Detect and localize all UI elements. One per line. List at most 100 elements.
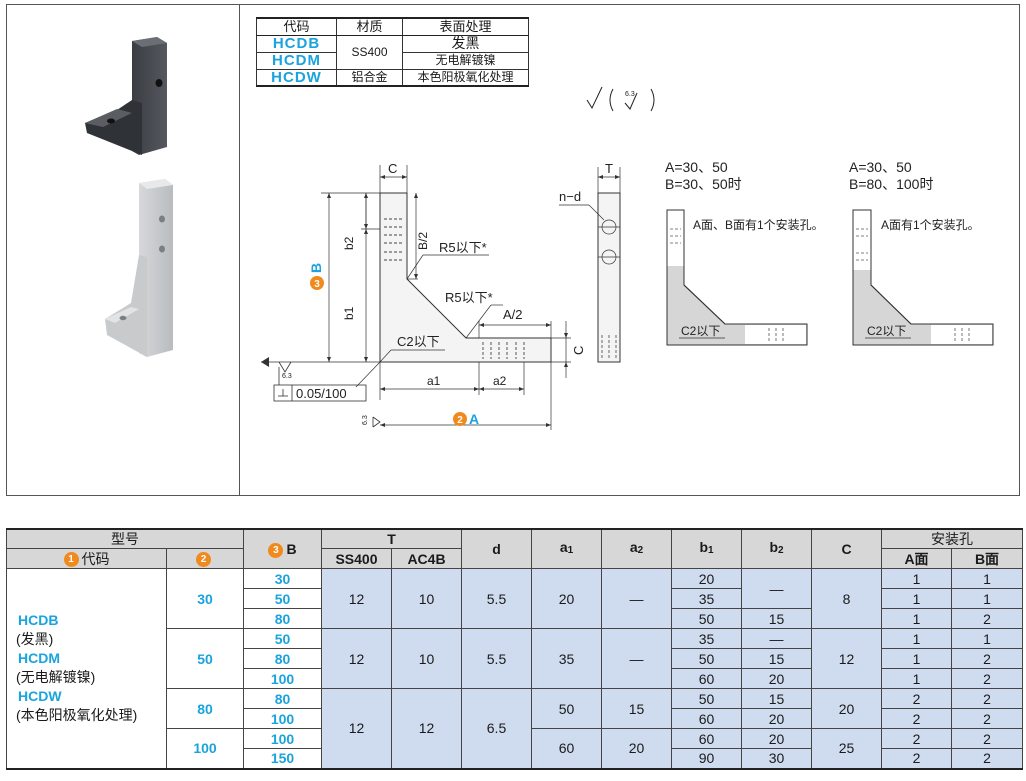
b2-value: 15 xyxy=(741,648,812,669)
b2-value: 20 xyxy=(741,668,812,689)
a1-value: 35 xyxy=(531,628,602,689)
hole-b-value: 1 xyxy=(951,628,1023,649)
header-c: C xyxy=(811,528,882,569)
roughness-symbol xyxy=(586,86,655,112)
num-B-badge xyxy=(310,276,324,290)
flatness-callout xyxy=(273,361,381,428)
finish-nickel: 无电解镀镍 xyxy=(402,51,529,70)
technical-drawing: 6.3 xyxy=(261,86,994,430)
b2-value: — xyxy=(741,628,812,649)
table-row: 100 60 20 1 2 xyxy=(7,668,1023,689)
c-value: 12 xyxy=(811,628,882,689)
aluminium-bracket-image xyxy=(105,179,173,357)
d-value: 5.5 xyxy=(461,628,532,689)
hole-a-value: 1 xyxy=(881,668,952,689)
num-2-badge: 2 xyxy=(196,552,211,568)
dim-t-label: T xyxy=(605,161,613,176)
side-view xyxy=(597,192,621,363)
dim-a1-label: a1 xyxy=(427,374,441,388)
a-value: 80 xyxy=(166,688,244,729)
header-face-a: A面 xyxy=(881,548,952,569)
hole-b-value: 2 xyxy=(951,748,1023,769)
b2-value: 30 xyxy=(741,748,812,769)
dim-a-half-label: A/2 xyxy=(503,307,523,322)
b1-value: 50 xyxy=(671,688,742,709)
main-view-outline xyxy=(379,192,552,363)
product-panel: 代码 材质 表面处理 HCDB SS400 发黑 HCDM 无电解镀镍 HCDW… xyxy=(6,4,1020,496)
finish-anodized: 本色阳极氧化处理 xyxy=(402,68,529,87)
num-3-badge: 3 xyxy=(268,542,284,558)
hole-a-value: 1 xyxy=(881,608,952,629)
variant1-c2: C2以下 xyxy=(681,324,720,338)
code-hcdw-cell: HCDW xyxy=(18,688,62,705)
c-value: 25 xyxy=(811,728,882,769)
table-row: 100 100 60 20 60 20 25 2 2 xyxy=(7,728,1023,769)
b1-value: 60 xyxy=(671,728,742,749)
header-a: 2 xyxy=(166,548,244,569)
product-photos xyxy=(85,37,173,357)
b1-value: 20 xyxy=(671,568,742,589)
b-value: 100 xyxy=(243,728,322,749)
a1-value: 50 xyxy=(531,688,602,729)
r5-label-upper: R5以下* xyxy=(439,240,487,255)
hole-b-value: 2 xyxy=(951,668,1023,689)
side-hidden-lines xyxy=(601,335,617,360)
material-row: HCDW 铝合金 本色阳极氧化处理 xyxy=(256,68,529,87)
num-1-badge: 1 xyxy=(63,552,79,568)
header-a1: a1 xyxy=(531,528,602,569)
hole-a-value: 2 xyxy=(881,688,952,709)
material-row: HCDM 无电解镀镍 xyxy=(256,51,529,70)
black-bracket-image xyxy=(85,37,167,155)
hole-b-value: 1 xyxy=(951,568,1023,589)
a1-value: 20 xyxy=(531,568,602,629)
t-ss400-value: 12 xyxy=(321,688,392,769)
b-value: 80 xyxy=(243,648,322,669)
c-value: 8 xyxy=(811,568,882,629)
variant2-c2: C2以下 xyxy=(867,324,906,338)
side-view-dims xyxy=(559,167,621,265)
d-value: 5.5 xyxy=(461,568,532,629)
code-hcdm-cell: HCDM xyxy=(18,650,60,667)
a-value: 50 xyxy=(166,628,244,689)
b-value: 100 xyxy=(243,708,322,729)
hole-a-value: 1 xyxy=(881,628,952,649)
hole-a-value: 1 xyxy=(881,648,952,669)
a1-value: 60 xyxy=(531,728,602,769)
t-ac4b-value: 10 xyxy=(391,628,462,689)
table-row: 50 50 12 10 5.5 35 — 35 — 12 1 1 xyxy=(7,628,1023,689)
b2-value: 15 xyxy=(741,608,812,629)
variant1-line2: B=30、50时 xyxy=(665,176,742,192)
code-hcdm-desc: (无电解镀镍) xyxy=(16,669,96,686)
material-table: 代码 材质 表面处理 HCDB SS400 发黑 HCDM 无电解镀镍 HCDW… xyxy=(256,17,529,87)
c-value: 20 xyxy=(811,688,882,729)
hole-count-label: n−d xyxy=(559,189,581,204)
c2-label: C2以下 xyxy=(397,334,440,349)
hole-a-value: 1 xyxy=(881,588,952,609)
b-value: 30 xyxy=(243,568,322,589)
a2-value: 15 xyxy=(601,688,672,729)
variant1-hidden-lines xyxy=(670,228,784,342)
variant1-outline xyxy=(666,209,808,346)
side-roughness-value: 6.3 xyxy=(362,415,369,425)
dimension-lines xyxy=(261,165,571,430)
code-hcdb-cell: HCDB xyxy=(18,612,59,629)
variant2-line1: A=30、50 xyxy=(849,159,912,175)
hole-b-value: 2 xyxy=(951,708,1023,729)
label-A: A xyxy=(469,411,479,427)
b-value: 80 xyxy=(243,688,322,709)
header-b1: b1 xyxy=(671,528,742,569)
roughness-value: 6.3 xyxy=(625,91,635,98)
flatness-value: 0.05/100 xyxy=(296,386,347,401)
hole-b-value: 2 xyxy=(951,648,1023,669)
a-value: 100 xyxy=(166,728,244,769)
dim-c-label: C xyxy=(388,161,397,176)
hole-a-value: 2 xyxy=(881,708,952,729)
b1-value: 35 xyxy=(671,588,742,609)
num-A-badge xyxy=(453,412,467,426)
header-holes: 安装孔 xyxy=(881,528,1023,549)
b2-value: 20 xyxy=(741,708,812,729)
t-ac4b-value: 10 xyxy=(391,568,462,629)
material-ss400: SS400 xyxy=(336,34,403,70)
